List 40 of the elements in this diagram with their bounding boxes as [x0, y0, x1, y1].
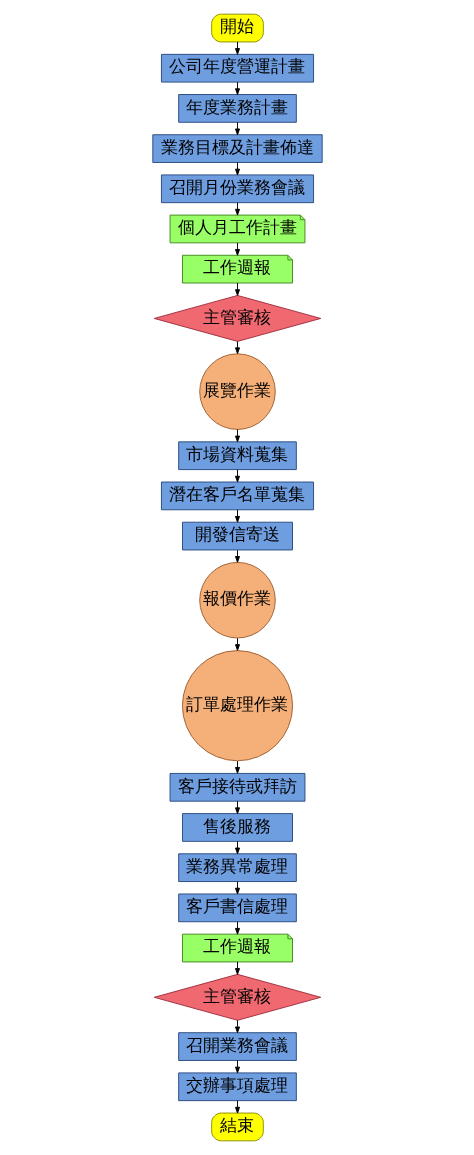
node-circle: 訂單處理作業	[181, 650, 293, 762]
arrow	[234, 549, 240, 563]
node-box: 結束	[210, 1112, 264, 1142]
node-box: 售後服務	[181, 813, 293, 842]
arrow	[234, 41, 240, 55]
arrow	[234, 202, 240, 216]
arrow	[234, 242, 240, 256]
node-box: 召開業務會議	[177, 1032, 297, 1061]
arrow	[234, 1019, 240, 1034]
arrow	[234, 282, 240, 296]
node-diamond: 主管審核	[153, 294, 321, 342]
node-box: 客戶書信處理	[177, 893, 297, 923]
node-box: 年度業務計畫	[177, 94, 297, 123]
node-box: 市場資料蒐集	[177, 441, 297, 471]
arrow	[234, 1100, 240, 1114]
arrow	[234, 961, 240, 975]
arrow	[234, 921, 240, 935]
node-box: 潛在客戶名單蒐集	[160, 481, 314, 511]
node-circle: 展覽作業	[198, 353, 276, 430]
node-box: 開始	[210, 13, 264, 43]
node-box: 業務目標及計畫佈達	[151, 134, 323, 163]
arrow	[234, 81, 240, 95]
node-box: 公司年度營運計畫	[160, 53, 314, 83]
node-box: 開發信寄送	[181, 521, 293, 551]
arrow	[234, 121, 240, 136]
node-box: 召開月份業務會議	[160, 174, 314, 204]
arrow	[234, 1060, 240, 1074]
node-diamond: 主管審核	[153, 973, 321, 1021]
arrow	[234, 881, 240, 895]
arrow	[234, 509, 240, 523]
arrow	[234, 469, 240, 483]
arrow	[234, 800, 240, 815]
node-box: 業務異常處理	[177, 853, 297, 882]
node-box: 客戶接待或拜訪	[169, 772, 305, 802]
arrow	[234, 840, 240, 855]
arrow	[234, 637, 240, 651]
arrow	[234, 429, 240, 443]
node-circle: 報價作業	[198, 561, 276, 639]
node-box: 交辦事項處理	[177, 1072, 297, 1102]
arrow	[234, 760, 240, 774]
